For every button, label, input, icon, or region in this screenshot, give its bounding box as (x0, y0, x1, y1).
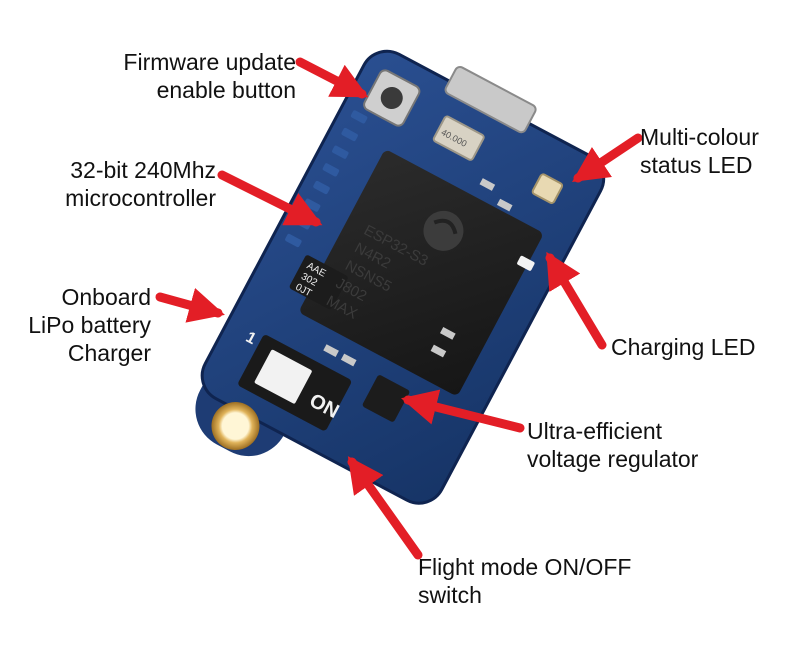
label-line: status LED (640, 152, 753, 178)
label-line: Firmware update (123, 49, 296, 75)
label-line: enable button (156, 77, 296, 103)
label-line: 32-bit 240Mhz (70, 157, 216, 183)
label-line: Ultra-efficient (527, 418, 663, 444)
usb-connector (444, 65, 537, 134)
arrow-mcu (217, 170, 323, 227)
arrow-status-led (572, 133, 643, 183)
label-voltage-regulator: Ultra-efficient voltage regulator (527, 417, 698, 473)
label-line: Multi-colour (640, 124, 759, 150)
arrow-regulator (401, 389, 525, 433)
arrow-firmware (295, 57, 369, 99)
label-line: voltage regulator (527, 446, 699, 472)
label-line: switch (418, 582, 482, 608)
charger-ic (289, 255, 348, 310)
label-line: microcontroller (65, 185, 216, 211)
label-microcontroller: 32-bit 240Mhz microcontroller (10, 156, 216, 212)
label-battery-charger: Onboard LiPo battery Charger (0, 283, 151, 367)
voltage-regulator (362, 375, 410, 422)
label-status-led: Multi-colour status LED (640, 123, 759, 179)
arrow-charging-led (545, 251, 607, 350)
label-charging-led: Charging LED (611, 333, 755, 361)
status-led (531, 173, 564, 204)
esp32-chip (300, 150, 542, 395)
label-line: Charger (67, 340, 151, 366)
crystal (432, 115, 485, 161)
label-line: LiPo battery (28, 312, 151, 338)
arrow-flight-switch (347, 456, 423, 560)
label-firmware-button: Firmware update enable button (60, 48, 296, 104)
label-line: Onboard (61, 284, 151, 310)
label-line: Flight mode ON/OFF (418, 554, 632, 580)
charging-led (517, 255, 535, 271)
callout-arrows (155, 57, 643, 560)
mounting-hole (211, 402, 260, 451)
label-line: Charging LED (611, 334, 756, 360)
arrow-charger (155, 287, 225, 323)
label-flight-switch: Flight mode ON/OFF switch (418, 553, 631, 609)
